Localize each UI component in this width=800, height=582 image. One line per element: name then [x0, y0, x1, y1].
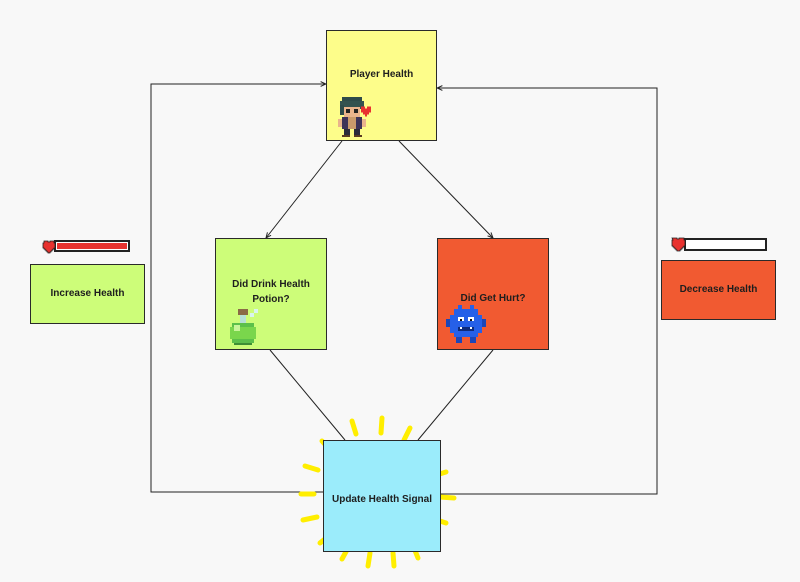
node-label: Did Drink Health Potion? [232, 278, 310, 306]
node-label: Did Get Hurt? [460, 293, 526, 305]
node-increase-health[interactable]: Increase Health [30, 264, 145, 324]
node-did-drink-potion[interactable]: Did Drink Health Potion? [215, 238, 327, 350]
node-label: Decrease Health [679, 284, 758, 296]
node-update-health-signal[interactable]: Update Health Signal [323, 440, 441, 552]
node-label: Update Health Signal [331, 494, 432, 506]
node-label: Increase Health [50, 288, 125, 300]
node-player-health[interactable]: Player Health [326, 30, 437, 141]
blue-monster-icon [446, 305, 486, 343]
heart-icon [361, 106, 371, 117]
player-character-icon [338, 97, 366, 137]
edge-player-to-hurt [398, 140, 493, 238]
edge-update-to-player-left [150, 84, 326, 493]
edge-update-to-player-right [437, 88, 658, 495]
node-label: Player Health [349, 68, 414, 80]
edge-hurt-to-update [417, 349, 494, 441]
health-bar-empty-icon [671, 237, 767, 252]
health-potion-icon [230, 309, 258, 345]
health-bar-full-icon [42, 240, 130, 254]
node-decrease-health[interactable]: Decrease Health [661, 260, 776, 320]
edge-potion-to-update [269, 349, 346, 441]
edge-player-to-potion [266, 140, 343, 238]
node-did-get-hurt[interactable]: Did Get Hurt? [437, 238, 549, 350]
